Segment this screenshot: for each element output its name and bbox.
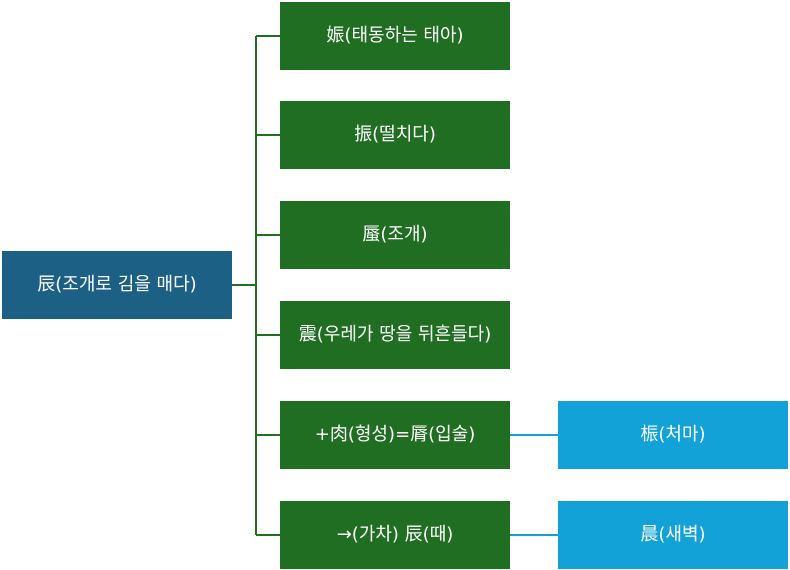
child-node-3: 蜃(조개) bbox=[280, 201, 510, 269]
leaf-node-2: 晨(새벽) bbox=[558, 501, 788, 569]
child-node-label: →(가차) 辰(때) bbox=[336, 524, 454, 545]
child-node-label: 娠(태동하는 태아) bbox=[326, 25, 464, 46]
root-node: 辰(조개로 김을 매다) bbox=[2, 251, 232, 319]
child-node-label: +肉(형성)=脣(입술) bbox=[314, 424, 476, 445]
child-node-1: 娠(태동하는 태아) bbox=[280, 2, 510, 70]
leaf-node-label: 晨(새벽) bbox=[640, 524, 706, 545]
child-node-6: →(가차) 辰(때) bbox=[280, 501, 510, 569]
child-node-2: 振(떨치다) bbox=[280, 101, 510, 169]
child-node-label: 振(떨치다) bbox=[354, 124, 436, 145]
child-node-label: 震(우레가 땅을 뒤흔들다) bbox=[298, 324, 492, 345]
root-node-label: 辰(조개로 김을 매다) bbox=[37, 274, 197, 295]
leaf-connectors bbox=[510, 434, 558, 536]
leaf-node-1: 桭(처마) bbox=[558, 401, 788, 469]
child-node-5: +肉(형성)=脣(입술) bbox=[280, 401, 510, 469]
child-node-label: 蜃(조개) bbox=[362, 224, 428, 245]
root-connectors bbox=[232, 35, 280, 536]
leaf-node-label: 桭(처마) bbox=[640, 424, 706, 445]
child-node-4: 震(우레가 땅을 뒤흔들다) bbox=[280, 301, 510, 369]
